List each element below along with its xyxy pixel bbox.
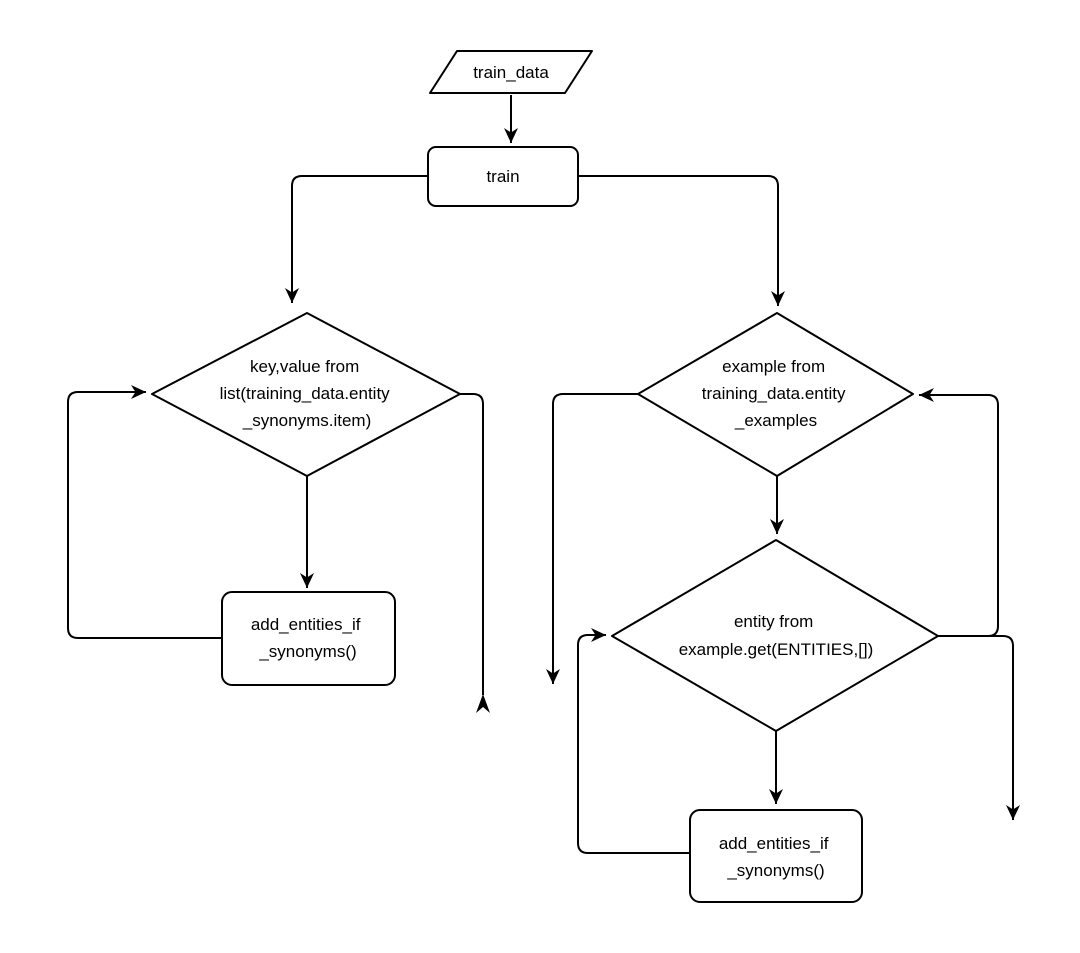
edge-example-loop-exit (546, 393, 638, 684)
synonym-call-label: add_entities_if _synonyms() (251, 615, 365, 661)
example-loop-diamond (637, 312, 914, 477)
entity-call-label: add_entities_if _synonyms() (719, 834, 833, 880)
node-entity-call: add_entities_if _synonyms() (689, 809, 863, 903)
edge-entity-call-loopback (577, 628, 690, 854)
train-label: train (486, 167, 519, 186)
synonym-loop-label: key,value from list(training_data.entity… (220, 357, 395, 430)
node-example-loop: example from training_data.entity _examp… (637, 312, 914, 477)
edge-train-to-example-loop (578, 175, 785, 306)
edge-entity-loop-to-example-loop (919, 388, 999, 637)
train-data-parallelogram (429, 50, 593, 94)
entity-loop-label: entity from example.get(ENTITIES,[]) (679, 612, 874, 659)
entity-loop-diamond (611, 539, 939, 732)
example-loop-label: example from training_data.entity _examp… (702, 357, 850, 430)
edge-entity-loop-exit (938, 635, 1020, 820)
node-synonym-loop: key,value from list(training_data.entity… (151, 312, 461, 477)
train-data-label: train_data (473, 63, 549, 82)
entity-call-rect (689, 809, 863, 903)
edge-synonym-call-loopback (67, 385, 222, 639)
edge-train-to-synonym-loop (285, 175, 428, 303)
train-rect (427, 146, 579, 207)
node-entity-loop: entity from example.get(ENTITIES,[]) (611, 539, 939, 732)
node-train-data: train_data (429, 50, 593, 94)
synonym-loop-diamond (151, 312, 461, 477)
up-arrowhead-icon (476, 694, 490, 713)
node-train: train (427, 146, 579, 207)
node-synonym-call: add_entities_if _synonyms() (221, 591, 396, 686)
edges (67, 95, 1020, 854)
synonym-call-rect (221, 591, 396, 686)
edge-synonym-loop-exit (460, 393, 484, 695)
